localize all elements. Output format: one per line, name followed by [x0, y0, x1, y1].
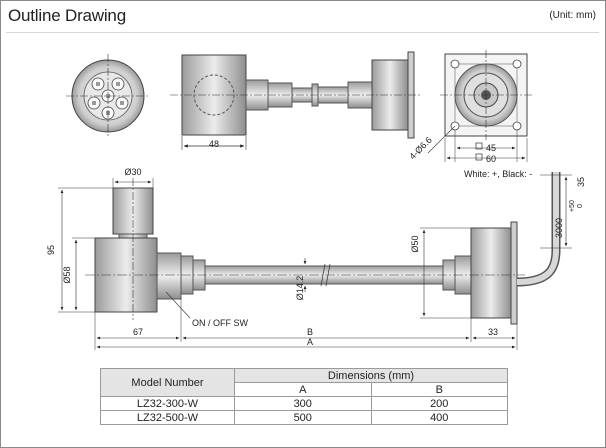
dim-height-35: 35: [576, 177, 586, 187]
dim-diameter-50: Ø50: [410, 235, 420, 252]
dim-diameter-58: Ø58: [62, 266, 72, 283]
row-model: LZ32-500-W: [100, 410, 235, 425]
dim-square-60: 60: [486, 154, 496, 164]
dim-cable-tol-zero: 0: [577, 204, 584, 208]
header-divider: [6, 32, 599, 33]
dim-cable-3000: 3000: [554, 218, 564, 238]
table-row: LZ32-500-W 500 400: [100, 410, 508, 425]
dim-width-33: 33: [488, 327, 498, 337]
dim-diameter-14-2: Ø14.2: [295, 276, 305, 301]
wire-color-note: White: +, Black: -: [464, 169, 532, 179]
col-dimensions: Dimensions (mm): [234, 368, 508, 383]
table-row: LZ32-300-W 300 200: [100, 396, 508, 411]
dim-A: A: [307, 337, 313, 347]
dim-width-48: 48: [209, 139, 219, 149]
top-view: [170, 51, 420, 150]
dim-square-45: 45: [486, 143, 496, 153]
row-a: 300: [234, 396, 372, 411]
row-a: 500: [234, 410, 372, 425]
row-b: 400: [370, 410, 508, 425]
dimensions-table: Model Number Dimensions (mm) A B LZ32-30…: [100, 368, 508, 425]
switch-label: ON / OFF SW: [192, 318, 249, 328]
col-model-number: Model Number: [100, 368, 235, 397]
holes-label: 4-Ø6.6: [407, 135, 434, 162]
row-b: 200: [370, 396, 508, 411]
col-a: A: [234, 382, 372, 397]
side-view: [85, 172, 572, 325]
unit-label: (Unit: mm): [549, 10, 596, 21]
dim-cable-tol-plus: +50: [569, 200, 576, 212]
dim-B: B: [307, 327, 313, 337]
dim-height-95: 95: [46, 245, 56, 255]
rear-view: [427, 50, 532, 162]
page-title: Outline Drawing: [8, 6, 126, 25]
row-model: LZ32-300-W: [100, 396, 235, 411]
side-view-dimensions: [58, 176, 568, 350]
dim-diameter-30: Ø30: [124, 167, 141, 177]
col-b: B: [370, 382, 508, 397]
dim-width-67: 67: [133, 327, 143, 337]
front-view: [66, 54, 150, 138]
